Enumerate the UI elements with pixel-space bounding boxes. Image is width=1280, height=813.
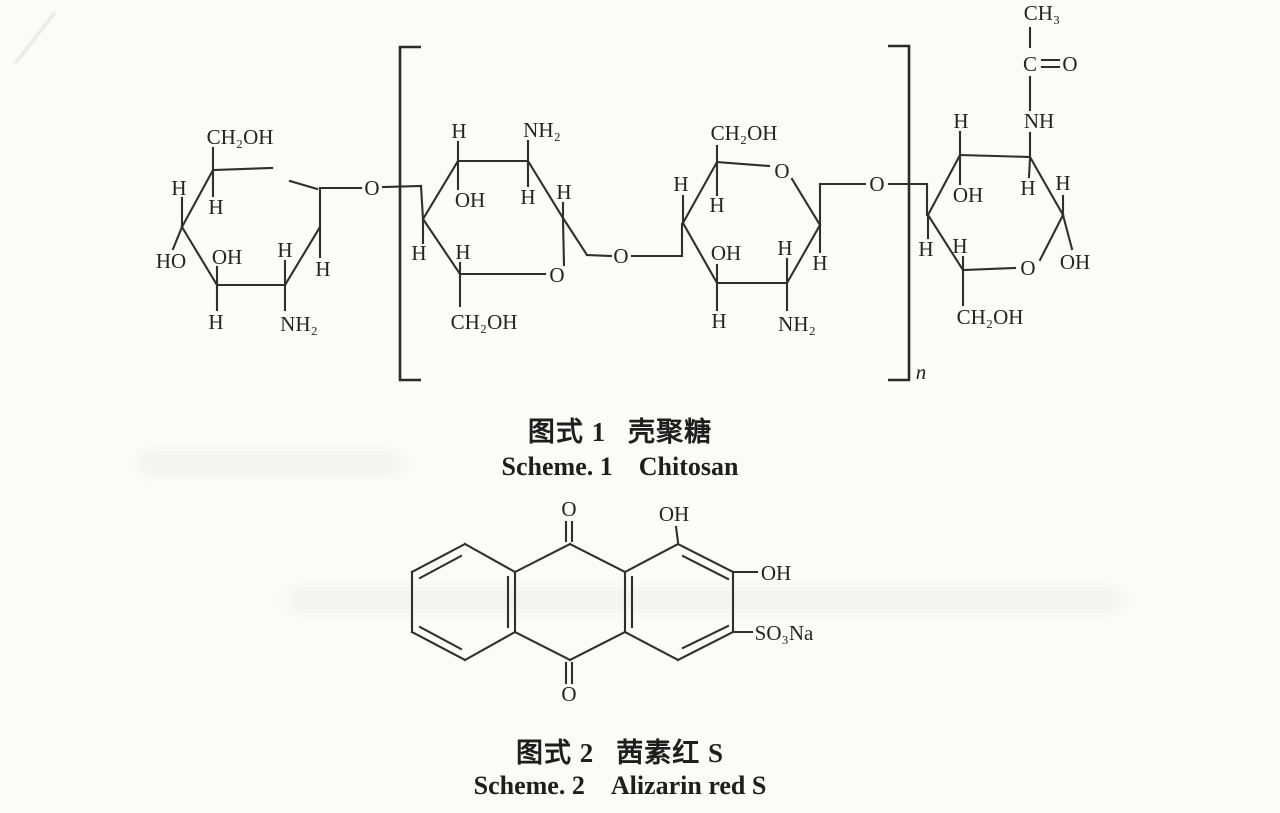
alizarin-structure: O O OH OH SO₃Na <box>410 497 814 706</box>
atom-label: SO₃Na <box>755 621 814 645</box>
atom-label: H <box>455 240 470 264</box>
atom-label: O <box>613 244 628 268</box>
scheme1-caption-zh: 图式 1 壳聚糖 <box>0 410 1240 449</box>
atom-label: H <box>411 241 426 265</box>
atom-label: OH <box>212 245 242 269</box>
atom-label: H <box>277 238 292 262</box>
atom-label: OH <box>953 183 983 207</box>
atom-label: H <box>952 234 967 258</box>
scheme2-caption-en-title: Alizarin red S <box>610 771 767 800</box>
atom-label: O <box>774 159 789 183</box>
atom-label: OH <box>659 502 689 526</box>
atom-label: OH <box>761 561 791 585</box>
scheme1-caption-zh-title: 壳聚糖 <box>628 417 713 447</box>
scheme1-caption-en-title: Chitosan <box>638 452 739 481</box>
scheme2-caption-zh-label: 图式 2 <box>515 738 595 768</box>
atom-label: NH₂ <box>778 312 816 336</box>
repeat-bracket-right <box>888 44 911 382</box>
atom-label: H <box>208 195 223 219</box>
atom-label: CH₂OH <box>957 305 1024 329</box>
atom-label: H <box>315 257 330 281</box>
chitosan-structure: CH₂OHHHHOOHHHNH₂HOHNH₂OHHHHHOCH₂OHOCH₂OH… <box>156 1 1090 384</box>
scheme2-caption-en-label: Scheme. 2 <box>473 771 585 800</box>
atom-label: OH <box>711 241 741 265</box>
atom-label: H <box>918 237 933 261</box>
atom-label: C <box>1023 52 1037 76</box>
atom-label: H <box>709 193 724 217</box>
atom-label: H <box>208 310 223 334</box>
atom-label: CH₂OH <box>207 125 274 149</box>
atom-label: NH₂ <box>280 312 318 336</box>
atom-label: NH <box>1024 109 1054 133</box>
atom-label: O <box>561 497 576 521</box>
atom-label: CH₂OH <box>711 121 778 145</box>
atom-label: H <box>953 109 968 133</box>
atom-label: OH <box>455 188 485 212</box>
scheme1-caption-en-label: Scheme. 1 <box>501 452 613 481</box>
atom-label: H <box>812 251 827 275</box>
scheme2-caption-zh-title: 茜素红 S <box>616 738 725 768</box>
atom-label: HO <box>156 249 186 273</box>
atom-label: CH₃ <box>1024 1 1061 25</box>
atom-label: n <box>916 360 927 384</box>
atom-label: H <box>1020 176 1035 200</box>
atom-label: H <box>171 176 186 200</box>
atom-label: O <box>549 263 564 287</box>
atom-label: H <box>711 309 726 333</box>
scheme2-caption-en: Scheme. 2 Alizarin red S <box>0 771 1240 801</box>
atom-label: H <box>556 180 571 204</box>
scheme1-caption-en: Scheme. 1 Chitosan <box>0 452 1240 482</box>
scheme1-caption-zh-label: 图式 1 <box>527 417 607 447</box>
atom-label: H <box>451 119 466 143</box>
chitosan-bonds <box>171 26 1074 312</box>
atom-label: NH₂ <box>523 118 561 142</box>
repeat-bracket-left <box>398 45 421 382</box>
repeat-unit-brackets <box>398 44 911 382</box>
atom-label: H <box>520 185 535 209</box>
atom-label: O <box>869 172 884 196</box>
alizarin-atom-labels: O O OH OH SO₃Na <box>561 497 814 706</box>
atom-label: O <box>364 176 379 200</box>
atom-label: H <box>673 172 688 196</box>
scheme2-caption-zh: 图式 2 茜素红 S <box>0 731 1240 770</box>
atom-label: O <box>561 682 576 706</box>
atom-label: OH <box>1060 250 1090 274</box>
alizarin-bonds <box>410 520 759 685</box>
atom-label: O <box>1020 256 1035 280</box>
atom-label: H <box>1055 171 1070 195</box>
atom-label: H <box>777 236 792 260</box>
atom-label: O <box>1062 52 1077 76</box>
atom-label: CH₂OH <box>451 310 518 334</box>
